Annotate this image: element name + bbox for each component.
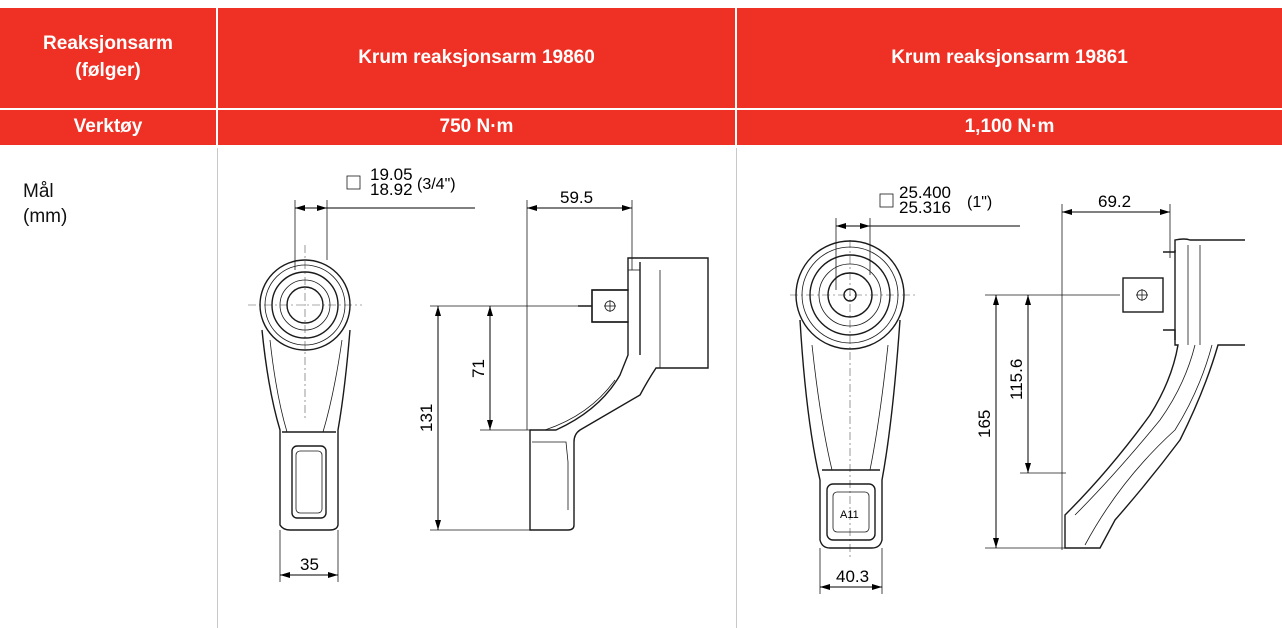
square-upper-tolerance: 19.05 <box>370 165 413 184</box>
square-lower-tolerance: 25.316 <box>899 198 951 217</box>
square-symbol-icon <box>346 175 361 190</box>
dimension-height-long: 131 <box>417 404 436 432</box>
dimension-width: 40.3 <box>836 567 869 586</box>
dimension-offset: 69.2 <box>1098 192 1131 211</box>
row-label-line2: (følger) <box>75 60 141 81</box>
tool-torque-19860: 750 N·m <box>218 110 735 145</box>
column-title-19860: Krum reaksjonsarm 19860 <box>218 8 735 108</box>
dimensions-label-line1: Mål <box>23 181 54 202</box>
dimension-height-long: 165 <box>975 410 994 438</box>
row-label-reaction-arm: Reaksjonsarm (følger) <box>0 8 216 108</box>
square-symbol-icon <box>879 193 894 208</box>
marking-text: A11 <box>840 509 859 521</box>
row-label-line1: Reaksjonsarm <box>43 33 173 55</box>
dimensions-label: Mål (mm) <box>23 180 67 229</box>
drawing-19860: 19.05 18.92 (3/4") 35 59.5 71 131 <box>248 165 709 582</box>
square-upper-tolerance: 25.400 <box>899 183 951 202</box>
column-title-19861: Krum reaksjonsarm 19861 <box>737 8 1282 108</box>
square-inch-size: (1") <box>967 194 992 211</box>
drawing-19861: 25.400 25.316 (1") A11 40.3 69.2 <box>790 183 1245 594</box>
dimension-width: 35 <box>300 555 319 574</box>
dimension-offset: 59.5 <box>560 188 593 207</box>
square-inch-size: (3/4") <box>417 176 456 193</box>
square-lower-tolerance: 18.92 <box>370 180 413 199</box>
dimensions-label-line2: (mm) <box>23 205 68 227</box>
row-label-tool: Verktøy <box>0 110 216 145</box>
column-divider-2 <box>736 148 737 628</box>
dimension-height-short: 115.6 <box>1007 359 1026 400</box>
dimension-height-short: 71 <box>469 359 488 378</box>
column-divider-1 <box>217 148 218 628</box>
tool-torque-19861: 1,100 N·m <box>737 110 1282 145</box>
